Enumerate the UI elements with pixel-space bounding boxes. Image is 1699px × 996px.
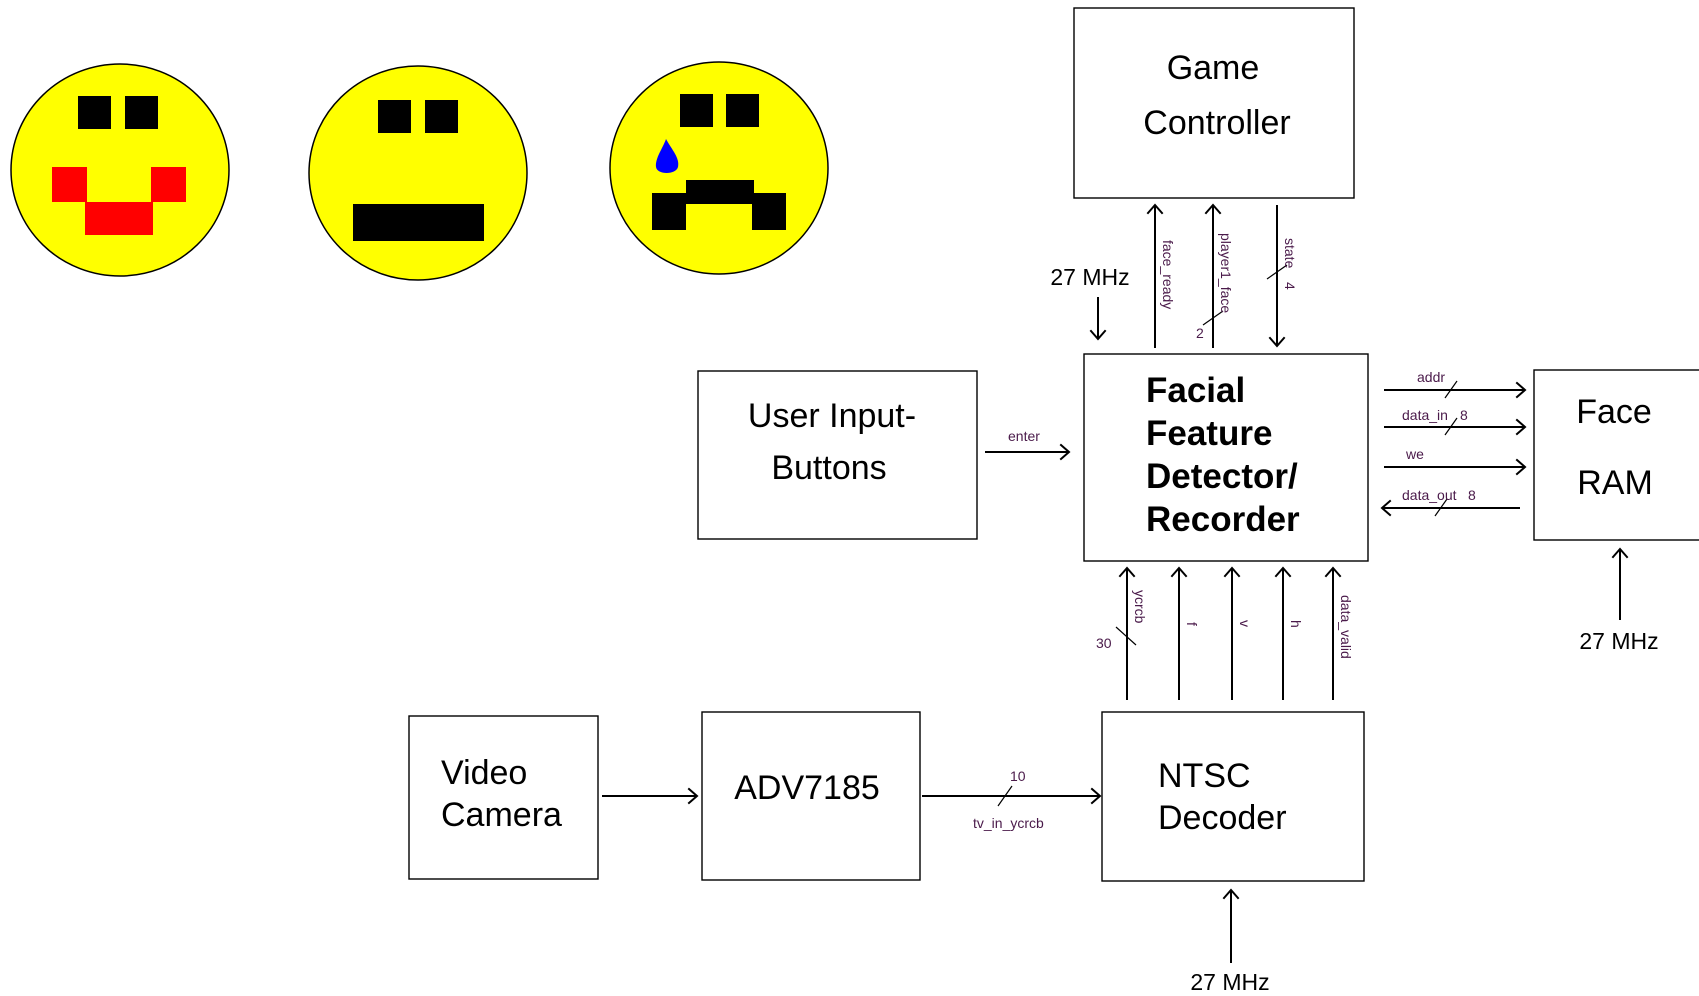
ram-clock-label: 27 MHz (1579, 628, 1658, 654)
facial-feature-detector-block: Facial Feature Detector/ Recorder (1083, 353, 1369, 562)
video-camera-block: Video Camera (408, 715, 599, 880)
happy-face-icon (10, 63, 230, 277)
clock-arrow-ram: 27 MHz (1579, 547, 1659, 654)
face-ram-label-2: RAM (1577, 464, 1653, 502)
ntsc-clock-label: 27 MHz (1190, 969, 1269, 995)
detector-label-2: Feature (1146, 414, 1272, 453)
face-ready-label: face_ready (1160, 240, 1176, 309)
state-arrow: state 4 (1266, 205, 1298, 348)
tv-in-ycrcb-arrow: 10 tv_in_ycrcb (922, 768, 1102, 831)
addr-label: addr (1417, 369, 1445, 385)
data-out-arrow: data_out 8 (1380, 487, 1520, 517)
adv7185-block: ADV7185 (701, 711, 921, 881)
player1-face-label: player1_face (1218, 233, 1234, 313)
v-label: v (1237, 620, 1253, 627)
player1-face-width: 2 (1196, 325, 1204, 341)
data-valid-arrow: data_valid (1324, 566, 1354, 700)
f-arrow: f (1170, 566, 1200, 700)
f-label: f (1184, 622, 1200, 626)
clock-arrow-ntsc: 27 MHz (1190, 888, 1270, 995)
user-input-label-2: Buttons (771, 449, 886, 487)
enter-arrow: enter (985, 428, 1071, 461)
video-camera-label-1: Video (441, 754, 527, 792)
video-camera-label-2: Camera (441, 796, 562, 834)
data-out-width: 8 (1468, 487, 1476, 503)
tv-in-width: 10 (1010, 768, 1026, 784)
h-label: h (1288, 620, 1304, 628)
state-label: state (1282, 238, 1298, 269)
detector-label-1: Facial (1146, 371, 1245, 410)
clock-arrow-detector: 27 MHz (1050, 264, 1130, 341)
data-valid-label: data_valid (1338, 595, 1354, 659)
ycrcb-arrow: ycrcb 30 (1096, 566, 1148, 700)
we-label: we (1405, 446, 1424, 462)
detector-clock-label: 27 MHz (1050, 264, 1129, 290)
addr-arrow: addr (1384, 369, 1527, 399)
ycrcb-label: ycrcb (1132, 590, 1148, 624)
camera-to-adv-arrow (602, 787, 699, 805)
user-input-label-1: User Input- (748, 397, 916, 435)
tv-in-ycrcb-label: tv_in_ycrcb (973, 815, 1044, 831)
enter-label: enter (1008, 428, 1040, 444)
game-controller-label-2: Controller (1143, 104, 1290, 142)
detector-label-4: Recorder (1146, 500, 1300, 539)
h-arrow: h (1274, 566, 1304, 700)
user-input-block: User Input- Buttons (697, 370, 978, 540)
neutral-face-icon (308, 65, 528, 281)
adv7185-label: ADV7185 (734, 769, 880, 807)
data-out-label: data_out (1402, 487, 1457, 503)
face-ram-block: Face RAM (1533, 369, 1699, 541)
data-in-label: data_in (1402, 407, 1448, 423)
v-arrow: v (1223, 566, 1253, 700)
game-controller-label-1: Game (1167, 49, 1260, 87)
state-width: 4 (1282, 282, 1298, 290)
data-in-arrow: data_in 8 (1384, 407, 1527, 436)
detector-label-3: Detector/ (1146, 457, 1298, 496)
game-controller-block: Game Controller (1073, 7, 1355, 199)
face-ram-label-1: Face (1576, 393, 1652, 431)
sad-face-icon (609, 61, 829, 275)
ntsc-label-2: Decoder (1158, 799, 1287, 837)
ycrcb-width: 30 (1096, 635, 1112, 651)
we-arrow: we (1384, 446, 1527, 476)
ntsc-label-1: NTSC (1158, 757, 1251, 795)
player1-face-arrow: player1_face 2 (1196, 203, 1234, 348)
data-in-width: 8 (1460, 407, 1468, 423)
ntsc-decoder-block: NTSC Decoder (1101, 711, 1365, 882)
face-ready-arrow: face_ready (1146, 203, 1176, 348)
